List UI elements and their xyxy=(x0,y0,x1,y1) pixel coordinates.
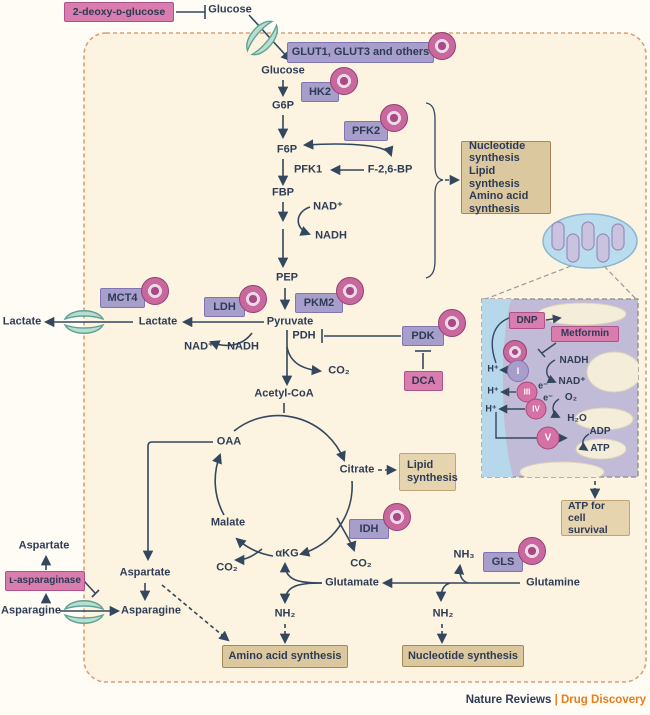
proton-label: H⁺ xyxy=(485,403,497,414)
enzyme-gls-box: GLS xyxy=(483,552,523,572)
drug-2dg-box: 2-deoxy-ᴅ-glucose xyxy=(64,2,174,22)
drug-target-icon xyxy=(518,537,546,565)
journal-brand: Nature Reviews xyxy=(465,694,552,706)
metabolite-label: Lactate xyxy=(2,315,42,328)
electron-label: e⁻ xyxy=(538,380,548,391)
branch-line: Lipid synthesis xyxy=(469,164,520,190)
cofactor-label: NADH xyxy=(227,340,259,353)
nucleotide-synthesis-box: Nucleotide synthesis xyxy=(402,645,524,667)
dashed-arrows xyxy=(161,174,601,645)
drug-dca-box: DCA xyxy=(404,371,443,391)
drug-target-icon xyxy=(383,503,411,531)
drug-target-icon xyxy=(438,309,466,337)
lipid-line: Lipid xyxy=(407,459,434,472)
branch-line: synthesis xyxy=(469,202,520,215)
enzyme-pkm2-box: PKM2 xyxy=(295,293,343,313)
drug-target-icon xyxy=(141,277,169,305)
journal-credit: Nature Reviews | Drug Discovery xyxy=(466,694,646,706)
drug-asparaginase-box: ʟ-asparaginase xyxy=(5,571,85,591)
drug-target-icon xyxy=(380,104,408,132)
atp-line: ATP for cell xyxy=(568,499,605,524)
metabolite-label: NH₂ xyxy=(274,607,296,620)
enzyme-label: PFK1 xyxy=(293,163,323,176)
journal-name: Drug Discovery xyxy=(560,694,646,706)
metabolite-label: F6P xyxy=(276,143,298,156)
complex-v: V xyxy=(536,426,560,450)
enzyme-idh-box: IDH xyxy=(349,519,389,539)
metabolite-label: NH₂ xyxy=(432,607,454,620)
cofactor-label: NAD⁺ xyxy=(184,340,214,353)
enzyme-label: PDH xyxy=(292,329,316,342)
cofactor-label: NADH xyxy=(315,229,347,242)
drug-dnp-box: DNP xyxy=(509,312,545,329)
proton-label: H⁺ xyxy=(487,363,499,374)
metabolite-label: F-2,6-BP xyxy=(367,163,413,176)
lipid-line: synthesis xyxy=(407,472,458,484)
amino-acid-synthesis-box: Amino acid synthesis xyxy=(222,645,348,668)
metabolite-label: Malate xyxy=(210,516,246,529)
branch-line: Amino acid xyxy=(469,190,529,203)
cofactor-label: NAD⁺ xyxy=(558,376,586,387)
metabolite-label: G6P xyxy=(271,99,295,112)
drug-target-icon xyxy=(239,285,267,313)
enzyme-hk2-box: HK2 xyxy=(301,82,339,102)
metabolite-label: PEP xyxy=(275,271,299,284)
enzyme-pdk-box: PDK xyxy=(402,326,444,346)
metabolite-label: Asparagine xyxy=(121,604,181,617)
enzyme-pfk2-box: PFK2 xyxy=(344,121,388,141)
drug-target-icon xyxy=(330,67,358,95)
cofactor-label: NADH xyxy=(559,355,589,366)
metabolite-label: NH₃ xyxy=(453,548,475,561)
drug-metformin-box: Metformin xyxy=(551,326,619,342)
electron-label: e⁻ xyxy=(543,392,553,403)
drug-target-icon xyxy=(428,32,456,60)
metabolite-label: Asparagine xyxy=(1,604,61,617)
metabolite-label: FBP xyxy=(272,186,294,199)
atp-survival-box: ATP for cell survival xyxy=(561,500,630,536)
mitochondrion-illustration xyxy=(482,213,638,301)
branch-line: Nucleotide xyxy=(469,139,526,152)
synthesis-branch-box: Nucleotide synthesis Lipid synthesis Ami… xyxy=(461,139,551,215)
metabolite-label: Glutamate xyxy=(325,576,379,589)
metabolite-label: CO₂ xyxy=(328,364,350,377)
metabolite-label: Aspartate xyxy=(119,566,171,579)
metabolite-label: OAA xyxy=(216,435,242,448)
branch-line: synthesis xyxy=(469,152,520,165)
metabolite-label: Glucose xyxy=(261,64,305,77)
metabolite-label: ATP xyxy=(590,443,610,454)
enzyme-mct4-box: MCT4 xyxy=(100,288,145,308)
metabolite-label: Lactate xyxy=(138,315,178,328)
metabolite-label: αKG xyxy=(275,547,299,560)
metabolite-label: CO₂ xyxy=(216,561,238,574)
metabolite-label: CO₂ xyxy=(350,557,372,570)
metabolite-label: Citrate xyxy=(339,463,375,476)
metabolite-label: O₂ xyxy=(564,392,578,403)
journal-separator: | xyxy=(554,694,558,706)
lipid-synthesis-box: Lipid synthesis xyxy=(399,453,458,491)
metabolite-label: H₂O xyxy=(567,413,587,424)
metabolite-label: Glutamine xyxy=(526,576,580,589)
metabolite-label: Aspartate xyxy=(18,539,70,552)
atp-line: survival xyxy=(568,524,608,537)
cofactor-label: NAD⁺ xyxy=(313,200,343,213)
metabolite-label: Pyruvate xyxy=(266,315,314,328)
drug-target-icon xyxy=(336,277,364,305)
metabolite-label: Glucose xyxy=(208,3,252,16)
metabolite-label: ADP xyxy=(589,426,611,437)
pathway-arrows xyxy=(40,5,520,617)
enzyme-glut-box: GLUT1, GLUT3 and others xyxy=(287,42,434,63)
complex-iv: IV xyxy=(525,398,547,420)
metabolite-label: Acetyl-CoA xyxy=(254,387,314,400)
complex-i: I xyxy=(507,360,529,382)
proton-label: H⁺ xyxy=(487,385,499,396)
